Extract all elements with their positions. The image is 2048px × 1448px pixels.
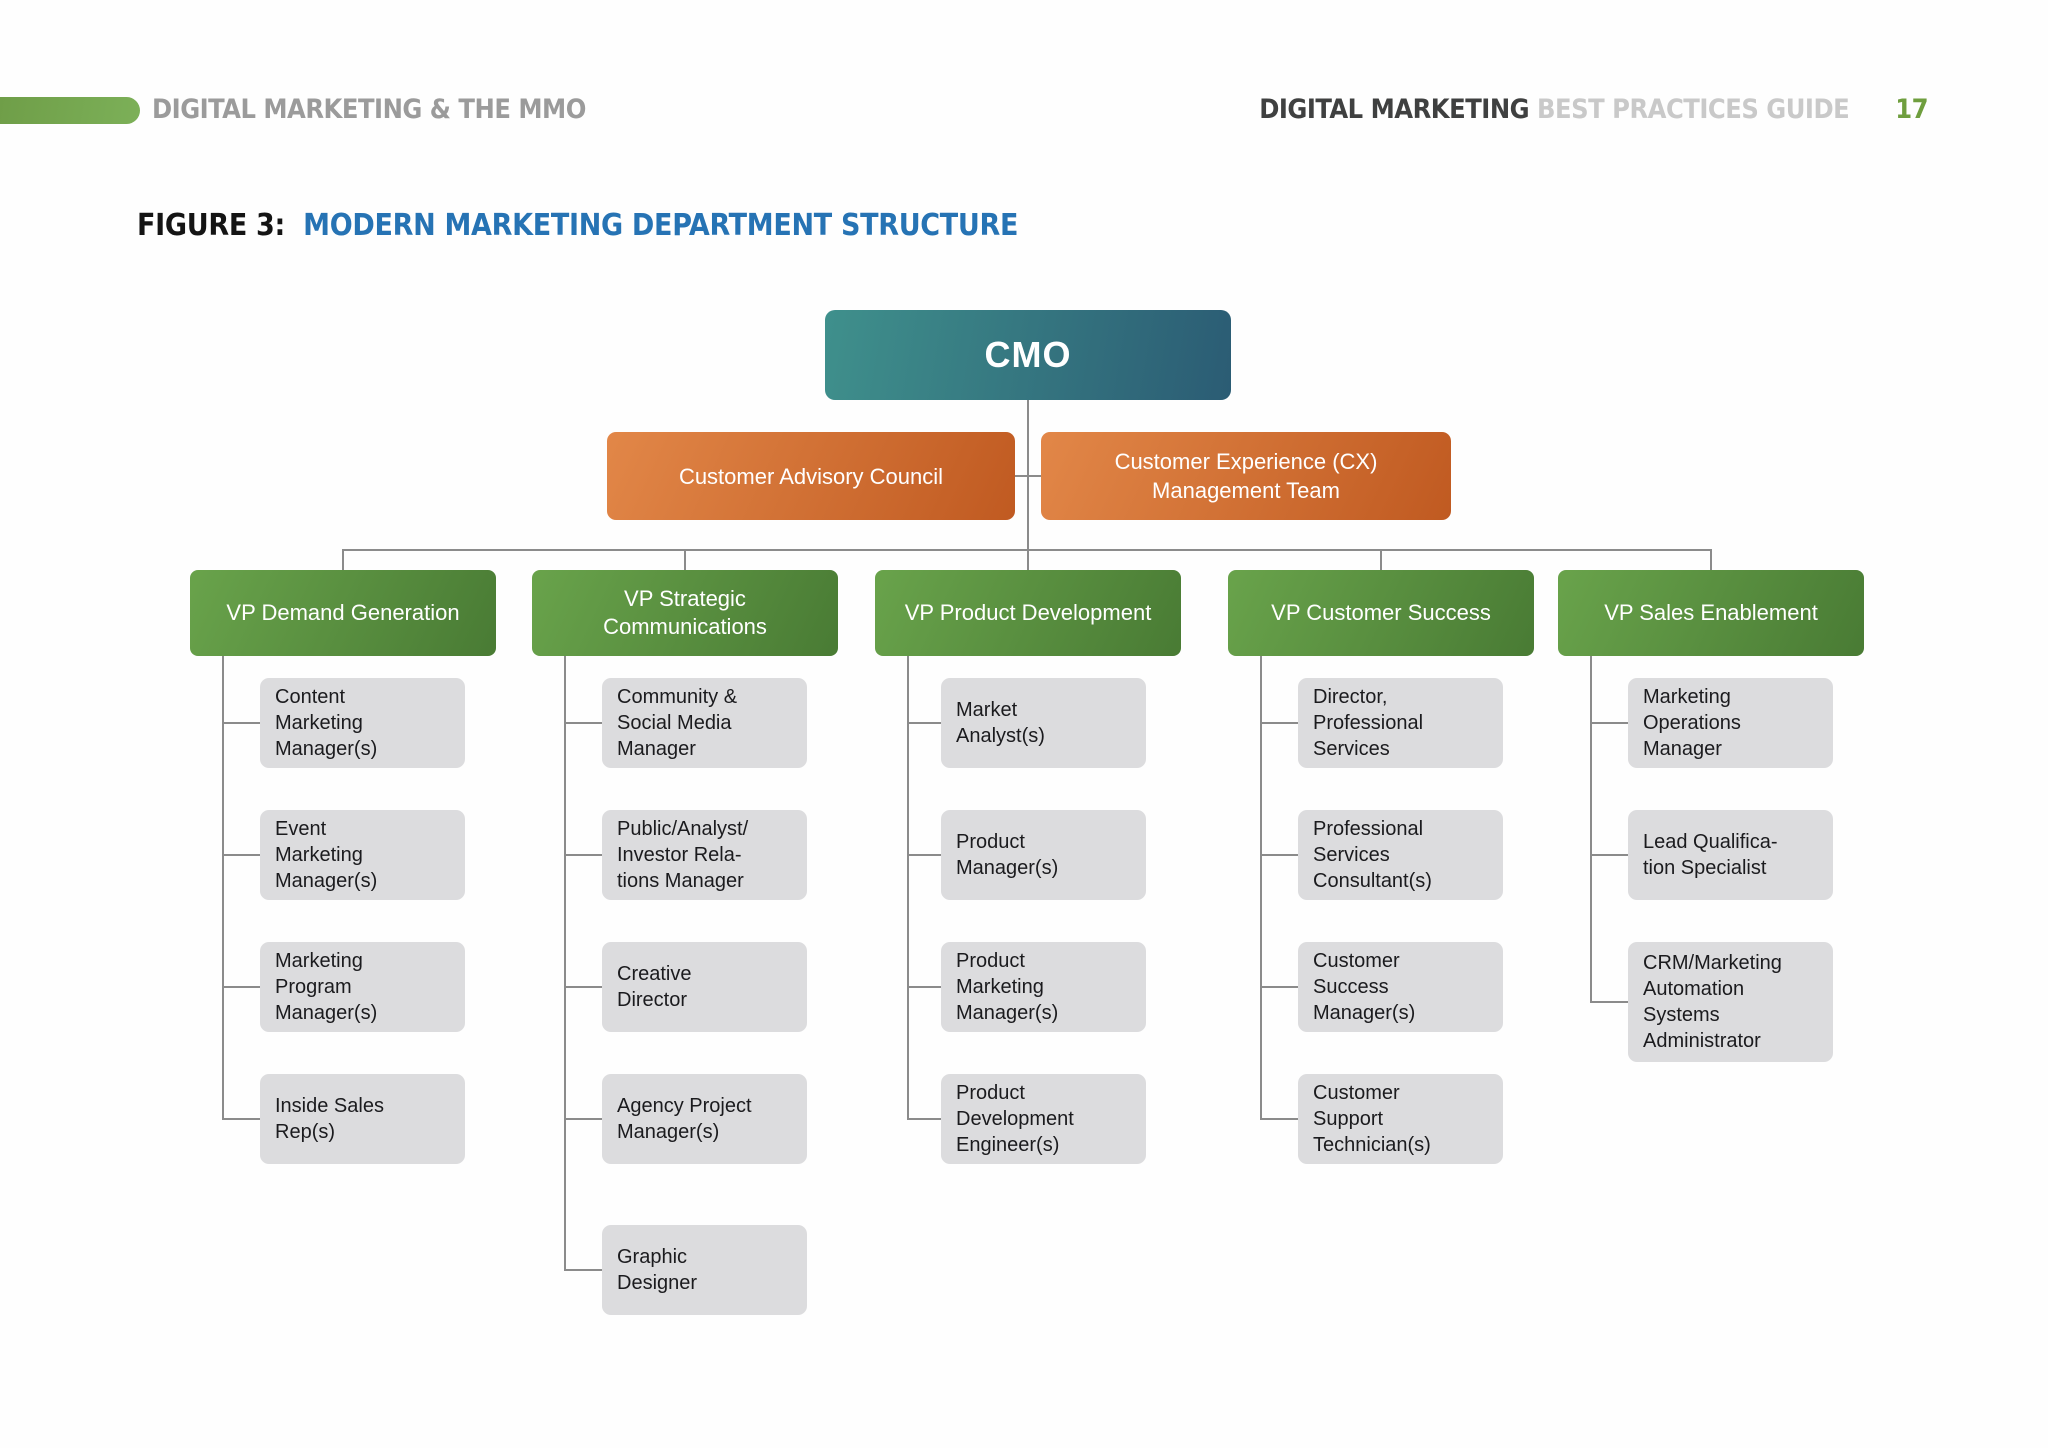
connector-stub-vp4 xyxy=(1380,549,1382,571)
connector-advisors xyxy=(1015,475,1041,477)
connector-col2-stub5 xyxy=(564,1269,602,1271)
org-node-professional-services-consultant: Professional Services Consultant(s) xyxy=(1298,810,1503,900)
header-guide-title-strong: DIGITAL MARKETING xyxy=(1259,94,1530,125)
org-node-customer-support-technician: Customer Support Technician(s) xyxy=(1298,1074,1503,1164)
header-section-label: DIGITAL MARKETING & THE MMO xyxy=(152,94,586,125)
connector-col2-stub4 xyxy=(564,1118,602,1120)
org-node-customer-success-manager: Customer Success Manager(s) xyxy=(1298,942,1503,1032)
connector-col5-stub3 xyxy=(1590,1001,1628,1003)
connector-col4-stub1 xyxy=(1260,722,1298,724)
org-node-content-marketing-manager: Content Marketing Manager(s) xyxy=(260,678,465,768)
connector-col3-stub4 xyxy=(907,1118,941,1120)
connector-col4-stub2 xyxy=(1260,854,1298,856)
connector-col4-stub3 xyxy=(1260,986,1298,988)
header-accent-bar xyxy=(0,97,140,124)
org-node-customer-advisory-council: Customer Advisory Council xyxy=(607,432,1015,520)
connector-col1-stub3 xyxy=(222,986,260,988)
connector-col2-stub2 xyxy=(564,854,602,856)
org-node-marketing-operations-manager: Marketing Operations Manager xyxy=(1628,678,1833,768)
org-node-director-professional-services: Director, Professional Services xyxy=(1298,678,1503,768)
org-node-vp-strategic-communications: VP Strategic Communications xyxy=(532,570,838,656)
org-node-product-development-engineer: Product Development Engineer(s) xyxy=(941,1074,1146,1164)
figure-title-text: MODERN MARKETING DEPARTMENT STRUCTURE xyxy=(303,208,1019,243)
org-node-vp-sales-enablement: VP Sales Enablement xyxy=(1558,570,1864,656)
header-guide-title-light: BEST PRACTICES GUIDE xyxy=(1537,94,1850,125)
org-node-public-analyst-investor-relations-manager: Public/Analyst/ Investor Rela- tions Man… xyxy=(602,810,807,900)
connector-col1-stub1 xyxy=(222,722,260,724)
org-node-cx-management-team: Customer Experience (CX) Management Team xyxy=(1041,432,1451,520)
figure-label: FIGURE 3: xyxy=(137,208,286,243)
org-node-crm-marketing-automation-systems-administrator: CRM/Marketing Automation Systems Adminis… xyxy=(1628,942,1833,1062)
org-node-market-analyst: Market Analyst(s) xyxy=(941,678,1146,768)
figure-title: FIGURE 3: MODERN MARKETING DEPARTMENT ST… xyxy=(137,208,1018,243)
connector-col1-spine xyxy=(222,656,224,1120)
connector-stub-vp1 xyxy=(342,549,344,571)
connector-stub-vp5 xyxy=(1710,549,1712,571)
org-node-vp-demand-generation: VP Demand Generation xyxy=(190,570,496,656)
page-number: 17 xyxy=(1895,94,1928,125)
org-node-lead-qualification-specialist: Lead Qualifica- tion Specialist xyxy=(1628,810,1833,900)
connector-col4-stub4 xyxy=(1260,1118,1298,1120)
connector-col3-spine xyxy=(907,656,909,1120)
connector-col5-stub2 xyxy=(1590,854,1628,856)
connector-col3-stub3 xyxy=(907,986,941,988)
org-node-vp-product-development: VP Product Development xyxy=(875,570,1181,656)
connector-stub-vp2 xyxy=(684,549,686,571)
connector-col2-stub3 xyxy=(564,986,602,988)
connector-col5-stub1 xyxy=(1590,722,1628,724)
org-node-cmo: CMO xyxy=(825,310,1231,400)
org-node-graphic-designer: Graphic Designer xyxy=(602,1225,807,1315)
org-node-inside-sales-rep: Inside Sales Rep(s) xyxy=(260,1074,465,1164)
org-node-product-manager: Product Manager(s) xyxy=(941,810,1146,900)
org-node-marketing-program-manager: Marketing Program Manager(s) xyxy=(260,942,465,1032)
connector-col5-spine xyxy=(1590,656,1592,1003)
connector-col2-spine xyxy=(564,656,566,1271)
org-node-creative-director: Creative Director xyxy=(602,942,807,1032)
org-node-agency-project-manager: Agency Project Manager(s) xyxy=(602,1074,807,1164)
connector-col1-stub4 xyxy=(222,1118,260,1120)
connector-col3-stub2 xyxy=(907,854,941,856)
org-node-vp-customer-success: VP Customer Success xyxy=(1228,570,1534,656)
org-node-event-marketing-manager: Event Marketing Manager(s) xyxy=(260,810,465,900)
connector-col3-stub1 xyxy=(907,722,941,724)
connector-stub-vp3 xyxy=(1027,549,1029,571)
connector-col2-stub1 xyxy=(564,722,602,724)
header-guide-title: DIGITAL MARKETING BEST PRACTICES GUIDE 1… xyxy=(1259,94,1928,126)
connector-col4-spine xyxy=(1260,656,1262,1120)
connector-col1-stub2 xyxy=(222,854,260,856)
org-node-community-social-media-manager: Community & Social Media Manager xyxy=(602,678,807,768)
org-node-product-marketing-manager: Product Marketing Manager(s) xyxy=(941,942,1146,1032)
